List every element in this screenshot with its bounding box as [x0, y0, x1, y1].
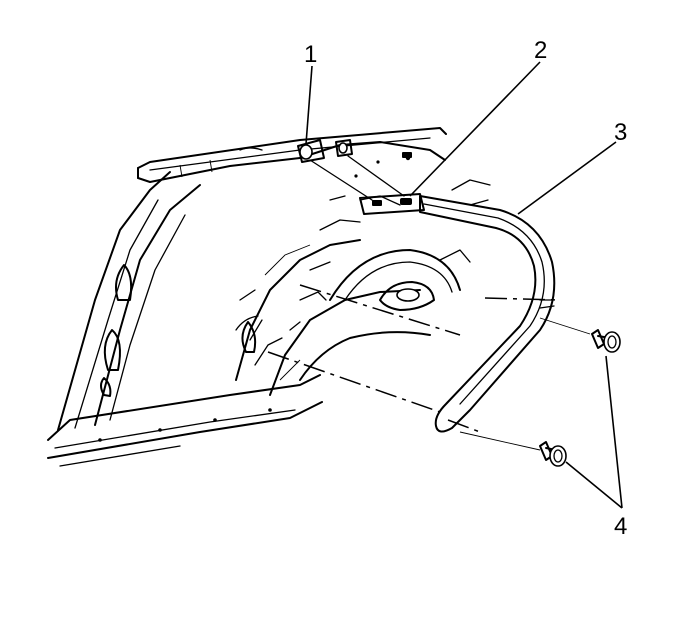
callout-4: 4	[614, 513, 627, 540]
push-pin-fastener-upper	[591, 329, 621, 353]
callout-1: 1	[304, 41, 317, 68]
callout-2: 2	[534, 37, 547, 64]
upper-mount-studs	[297, 139, 405, 201]
alignment-lines	[267, 284, 591, 451]
retainer-clip	[359, 193, 425, 215]
push-pin-fastener-lower	[539, 441, 567, 467]
callout-labels: 1 2 3 4	[304, 37, 627, 540]
callout-leaders	[305, 61, 623, 509]
body-structure	[47, 127, 491, 467]
wheel-opening-molding	[419, 195, 556, 433]
callout-3: 3	[614, 119, 627, 146]
